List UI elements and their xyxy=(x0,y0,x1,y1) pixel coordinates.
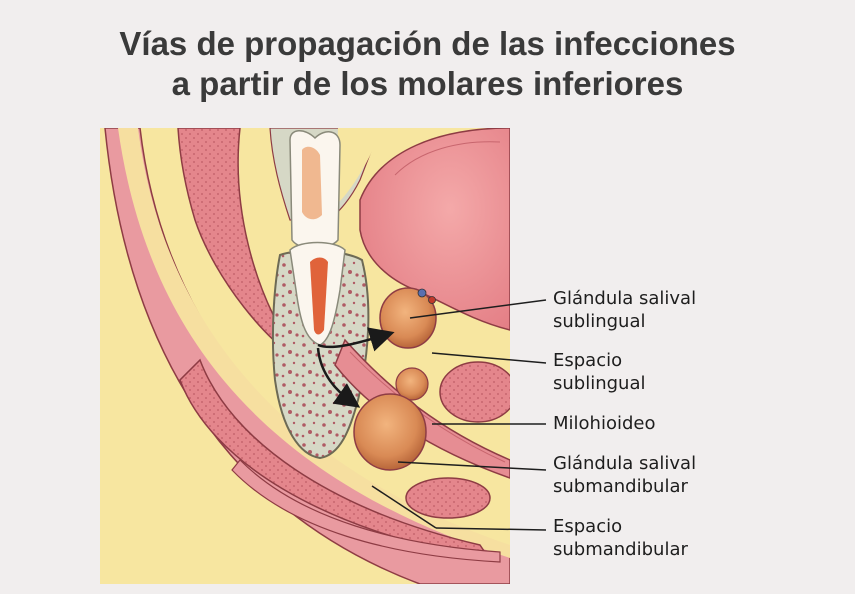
vein-dot xyxy=(418,289,426,297)
label-sublingual-gland: Glándula salival sublingual xyxy=(553,287,696,333)
label-sublingual-gland-line1: Glándula salival xyxy=(553,287,696,310)
label-submandibular-space-line2: submandibular xyxy=(553,538,688,561)
label-submandibular-space: Espacio submandibular xyxy=(553,515,688,561)
digastric-muscle xyxy=(406,478,490,518)
submandibular-gland xyxy=(354,394,426,470)
label-submandibular-gland-line2: submandibular xyxy=(553,475,696,498)
label-sublingual-space: Espacio sublingual xyxy=(553,349,646,395)
label-sublingual-gland-line2: sublingual xyxy=(553,310,696,333)
label-mylohyoid: Milohioideo xyxy=(553,412,655,435)
label-mylohyoid-line1: Milohioideo xyxy=(553,412,655,435)
tooth-pulp-upper xyxy=(302,147,322,220)
label-submandibular-space-line1: Espacio xyxy=(553,515,688,538)
label-submandibular-gland: Glándula salival submandibular xyxy=(553,452,696,498)
geniohyoid-muscle xyxy=(440,362,516,422)
label-sublingual-space-line2: sublingual xyxy=(553,372,646,395)
label-sublingual-space-line1: Espacio xyxy=(553,349,646,372)
sublingual-gland xyxy=(380,288,436,348)
label-submandibular-gland-line1: Glándula salival xyxy=(553,452,696,475)
artery-dot xyxy=(429,297,436,304)
